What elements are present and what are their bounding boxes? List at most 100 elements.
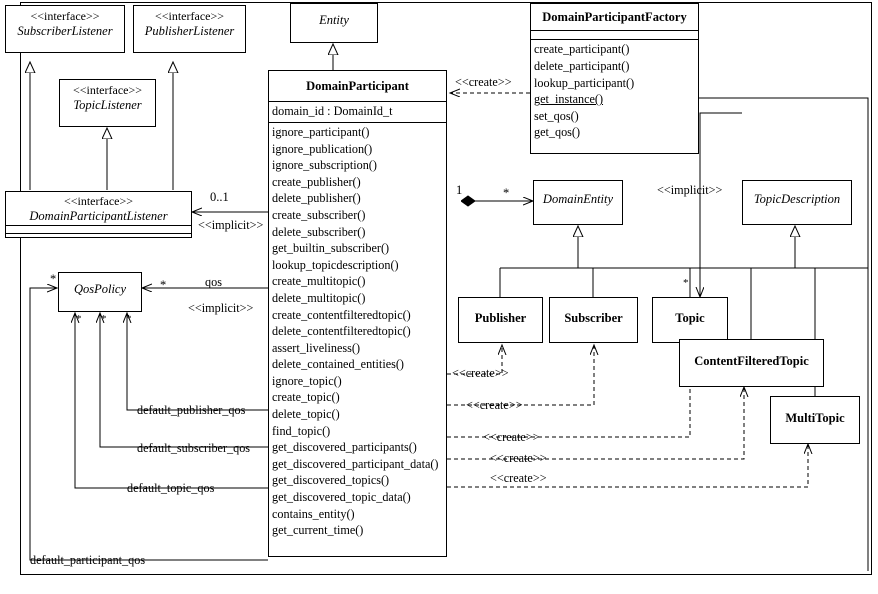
operation-get-discovered-topic-data: get_discovered_topic_data()	[272, 490, 411, 505]
class-publisher-listener[interactable]: <<interface>> PublisherListener	[133, 5, 246, 53]
class-multi-topic[interactable]: MultiTopic	[770, 396, 860, 444]
operation-ignore-participant: ignore_participant()	[272, 124, 370, 139]
multiplicity-qos-right: *	[160, 278, 167, 292]
multiplicity-qos-c: *	[126, 313, 132, 325]
operation-ignore-topic: ignore_topic()	[272, 373, 342, 388]
class-header: <<interface>> SubscriberListener	[6, 6, 124, 42]
stereotype-label: <<interface>>	[72, 83, 143, 97]
class-header: ContentFilteredTopic	[680, 340, 823, 372]
label-create-topic: <<create>>	[483, 430, 540, 444]
class-subscriber-listener[interactable]: <<interface>> SubscriberListener	[5, 5, 125, 53]
operation-get-builtin-subscriber: get_builtin_subscriber()	[272, 241, 390, 256]
class-topic[interactable]: Topic	[652, 297, 728, 343]
stereotype-label: <<interface>>	[154, 9, 225, 23]
class-header: DomainParticipant	[269, 71, 446, 101]
operations-compartment: create_participant() delete_participant(…	[531, 39, 698, 143]
label-implicit-qos: <<implicit>>	[188, 301, 254, 315]
operations-compartment: ignore_participant() ignore_publication(…	[269, 121, 446, 541]
class-name: MultiTopic	[785, 411, 845, 425]
multiplicity-qos-a: *	[76, 313, 82, 325]
operation-contains-entity: contains_entity()	[272, 506, 355, 521]
operation-delete-participant: delete_participant()	[534, 58, 630, 73]
operation-get-discovered-participants: get_discovered_participants()	[272, 440, 417, 455]
attributes-compartment	[531, 30, 698, 39]
operation-find-topic: find_topic()	[272, 423, 331, 438]
class-name: Publisher	[474, 311, 527, 325]
class-domain-participant-factory[interactable]: DomainParticipantFactory create_particip…	[530, 3, 699, 154]
class-content-filtered-topic[interactable]: ContentFilteredTopic	[679, 339, 824, 387]
multiplicity-qos-b: *	[101, 313, 107, 325]
operation-lookup-participant: lookup_participant()	[534, 75, 635, 90]
operation-get-qos: get_qos()	[534, 125, 581, 140]
attributes-compartment: domain_id : DomainId_t	[269, 101, 446, 122]
class-name: Topic	[675, 311, 705, 325]
class-name: QosPolicy	[73, 282, 127, 296]
operation-get-discovered-topics: get_discovered_topics()	[272, 473, 390, 488]
operation-get-current-time: get_current_time()	[272, 523, 364, 538]
stereotype-label: <<interface>>	[30, 9, 100, 23]
class-name: DomainParticipantFactory	[542, 10, 687, 24]
operation-delete-contentfilteredtopic: delete_contentfilteredtopic()	[272, 324, 411, 339]
diagram-border	[20, 2, 872, 575]
class-header: Topic	[653, 298, 727, 329]
operation-create-participant: create_participant()	[534, 42, 630, 57]
operation-get-instance: get_instance()	[534, 92, 604, 107]
class-header: MultiTopic	[771, 397, 859, 429]
class-header: Subscriber	[550, 298, 637, 329]
operation-delete-publisher: delete_publisher()	[272, 191, 361, 206]
multiplicity-qos-left: *	[50, 272, 57, 286]
operation-create-publisher: create_publisher()	[272, 174, 361, 189]
class-entity[interactable]: Entity	[290, 3, 378, 43]
class-publisher[interactable]: Publisher	[458, 297, 543, 343]
class-name: DomainParticipant	[306, 79, 409, 93]
attributes-compartment	[6, 225, 191, 233]
label-default-participant-qos: default_participant_qos	[30, 553, 146, 567]
class-topic-listener[interactable]: <<interface>> TopicListener	[59, 79, 156, 127]
operation-ignore-publication: ignore_publication()	[272, 141, 373, 156]
operation-delete-topic: delete_topic()	[272, 407, 340, 422]
label-create-contentfilteredtopic: <<create>>	[490, 451, 547, 465]
class-header: <<interface>> DomainParticipantListener	[6, 192, 191, 225]
class-name: TopicListener	[73, 97, 142, 112]
operation-delete-multitopic: delete_multitopic()	[272, 290, 366, 305]
label-default-publisher-qos: default_publisher_qos	[137, 403, 246, 417]
label-implicit-topicdescription: <<implicit>>	[657, 183, 723, 197]
class-name: ContentFilteredTopic	[694, 354, 809, 368]
multiplicity-composition-one: 1	[456, 183, 463, 197]
class-header: Publisher	[459, 298, 542, 329]
operation-create-multitopic: create_multitopic()	[272, 274, 366, 289]
class-header: DomainEntity	[534, 181, 622, 210]
class-domain-entity[interactable]: DomainEntity	[533, 180, 623, 225]
class-name: DomainParticipantListener	[29, 208, 168, 223]
stereotype-label: <<interface>>	[63, 194, 134, 208]
class-name: Entity	[319, 13, 349, 27]
operation-create-subscriber: create_subscriber()	[272, 207, 366, 222]
class-domain-participant[interactable]: DomainParticipant domain_id : DomainId_t…	[268, 70, 447, 557]
label-create-publisher: <<create>>	[452, 366, 509, 380]
class-name: SubscriberListener	[17, 23, 113, 38]
class-header: TopicDescription	[743, 181, 851, 210]
operation-create-contentfilteredtopic: create_contentfilteredtopic()	[272, 307, 411, 322]
class-subscriber[interactable]: Subscriber	[549, 297, 638, 343]
class-header: <<interface>> TopicListener	[60, 80, 155, 116]
class-name: DomainEntity	[542, 192, 614, 206]
label-create-subscriber: <<create>>	[466, 398, 523, 412]
operation-delete-subscriber: delete_subscriber()	[272, 224, 366, 239]
class-domain-participant-listener[interactable]: <<interface>> DomainParticipantListener	[5, 191, 192, 238]
class-qos-policy[interactable]: QosPolicy	[58, 272, 142, 312]
class-header: Entity	[291, 4, 377, 31]
class-header: QosPolicy	[59, 273, 141, 300]
class-name: PublisherListener	[144, 23, 235, 38]
class-topic-description[interactable]: TopicDescription	[742, 180, 852, 225]
class-name: TopicDescription	[753, 192, 841, 206]
attribute-domain-id: domain_id : DomainId_t	[272, 104, 393, 119]
operation-lookup-topicdescription: lookup_topicdescription()	[272, 257, 399, 272]
operation-assert-liveliness: assert_liveliness()	[272, 340, 360, 355]
operation-delete-contained-entities: delete_contained_entities()	[272, 357, 404, 372]
label-create-factory: <<create>>	[455, 75, 512, 89]
label-default-topic-qos: default_topic_qos	[127, 481, 215, 495]
label-qos-role: qos	[205, 275, 222, 289]
operations-compartment	[6, 233, 191, 241]
